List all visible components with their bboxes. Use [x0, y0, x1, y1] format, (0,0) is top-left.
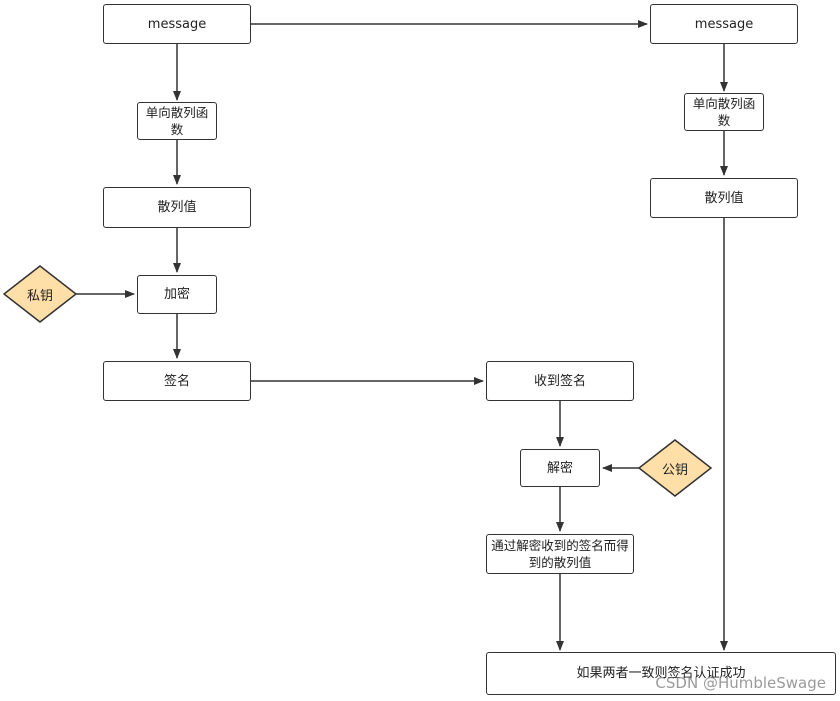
- message-node-right: message: [650, 4, 798, 44]
- public-key-label: 公钥: [661, 462, 688, 478]
- hash-function-node-left: 单向散列函数: [137, 102, 217, 140]
- hash-function-node-right: 单向散列函数: [684, 93, 764, 131]
- signature-node: 签名: [103, 361, 251, 401]
- watermark: CSDN @HumbleSwage: [655, 674, 826, 692]
- result-node: 如果两者一致则签名认证成功: [486, 652, 836, 695]
- message-node-left: message: [103, 4, 251, 44]
- private-key-label: 私钥: [26, 288, 53, 304]
- decrypt-node: 解密: [520, 449, 600, 487]
- decrypted-hash-node: 通过解密收到的签名而得到的散列值: [486, 534, 634, 574]
- hash-value-node-left: 散列值: [103, 187, 251, 228]
- received-signature-node: 收到签名: [486, 361, 634, 401]
- private-key-diamond: [2, 265, 78, 323]
- hash-value-node-right: 散列值: [650, 178, 798, 218]
- public-key-diamond: [637, 439, 713, 497]
- encrypt-node: 加密: [137, 275, 217, 314]
